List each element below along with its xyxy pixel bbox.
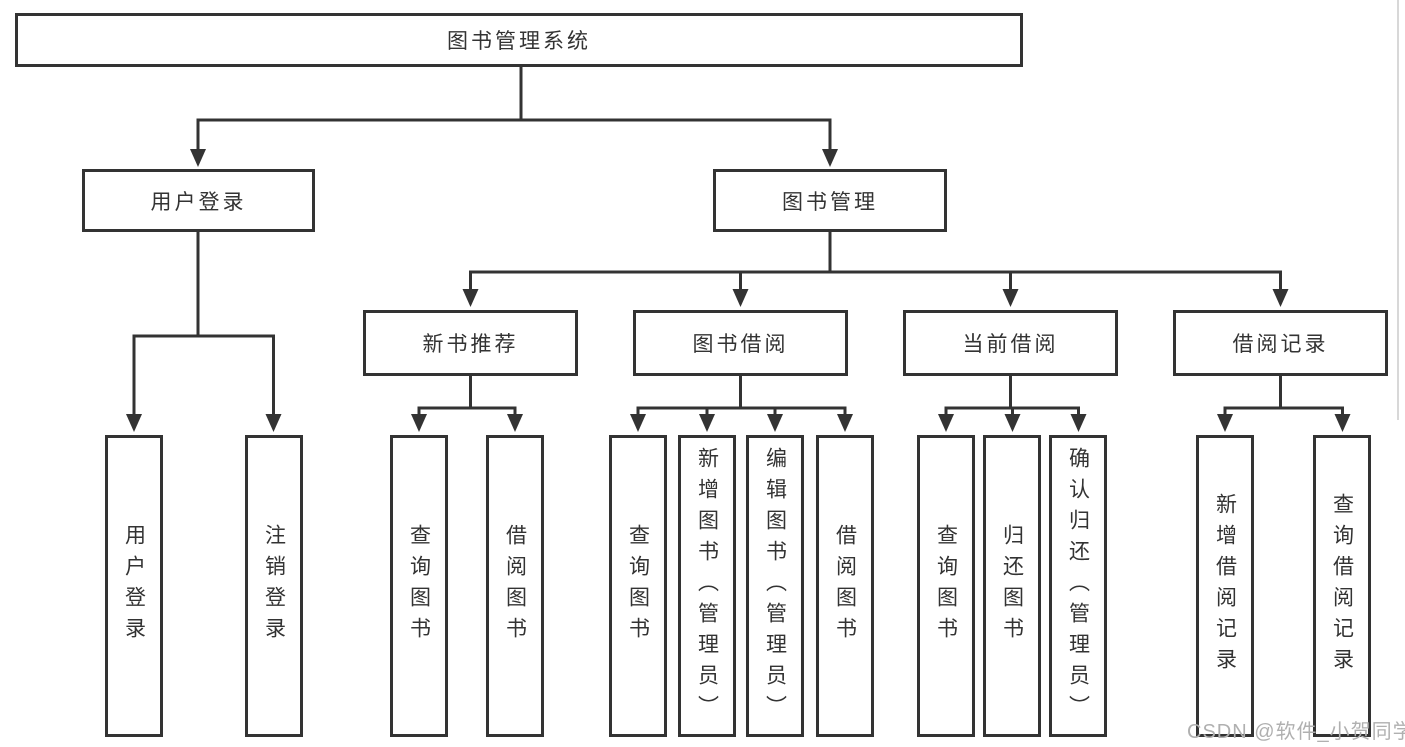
leaf-query-books-current: 查询图书 xyxy=(917,435,975,737)
node-borrow-records-label: 借阅记录 xyxy=(1232,333,1329,356)
leaf-query-books-borrow: 查询图书 xyxy=(609,435,667,737)
node-borrow-records: 借阅记录 xyxy=(1173,310,1388,376)
leaf-add-borrow-record-label: 新增借阅记录 xyxy=(1213,493,1237,679)
connector-new-book-recommend-children xyxy=(411,376,523,432)
node-book-management: 图书管理 xyxy=(713,169,947,232)
node-book-borrow: 图书借阅 xyxy=(633,310,848,376)
leaf-return-books: 归还图书 xyxy=(983,435,1041,737)
node-root-label: 图书管理系统 xyxy=(447,30,591,53)
watermark: CSDN @软件_小贺同学 xyxy=(1187,721,1405,743)
connector-borrow-records-children xyxy=(1217,376,1351,432)
connector-user-login-children xyxy=(126,232,282,432)
leaf-edit-book-admin-label: 编辑图书（管理员） xyxy=(763,446,787,726)
connector-root-to-level2 xyxy=(190,66,838,167)
node-root: 图书管理系统 xyxy=(15,13,1023,67)
node-new-book-recommend: 新书推荐 xyxy=(363,310,578,376)
leaf-query-books-borrow-label: 查询图书 xyxy=(626,524,650,648)
node-current-borrow: 当前借阅 xyxy=(903,310,1118,376)
connector-book-management-children xyxy=(462,232,1289,307)
leaf-query-books-recommend: 查询图书 xyxy=(390,435,448,737)
leaf-return-books-label: 归还图书 xyxy=(1000,524,1024,648)
leaf-query-borrow-record-label: 查询借阅记录 xyxy=(1330,493,1354,679)
leaf-logout-label: 注销登录 xyxy=(262,524,286,648)
connector-book-borrow-children xyxy=(630,376,853,432)
leaf-user-login-label: 用户登录 xyxy=(122,524,146,648)
leaf-user-login: 用户登录 xyxy=(105,435,163,737)
leaf-confirm-return-admin-label: 确认归还（管理员） xyxy=(1066,446,1090,726)
leaf-query-books-current-label: 查询图书 xyxy=(934,524,958,648)
node-book-management-label: 图书管理 xyxy=(782,190,878,214)
right-edge-line xyxy=(1397,0,1399,420)
node-book-borrow-label: 图书借阅 xyxy=(692,333,789,356)
leaf-add-borrow-record: 新增借阅记录 xyxy=(1196,435,1254,737)
leaf-edit-book-admin: 编辑图书（管理员） xyxy=(746,435,804,737)
leaf-borrow-books: 借阅图书 xyxy=(816,435,874,737)
connector-current-borrow-children xyxy=(938,376,1087,432)
leaf-add-book-admin-label: 新增图书（管理员） xyxy=(695,446,719,726)
node-user-login-label: 用户登录 xyxy=(150,190,247,214)
leaf-borrow-books-label: 借阅图书 xyxy=(833,524,857,648)
leaf-query-books-recommend-label: 查询图书 xyxy=(407,524,431,648)
leaf-logout: 注销登录 xyxy=(245,435,303,737)
leaf-borrow-books-recommend-label: 借阅图书 xyxy=(503,524,527,648)
leaf-add-book-admin: 新增图书（管理员） xyxy=(678,435,736,737)
node-new-book-recommend-label: 新书推荐 xyxy=(422,333,519,356)
leaf-borrow-books-recommend: 借阅图书 xyxy=(486,435,544,737)
node-user-login: 用户登录 xyxy=(82,169,315,232)
leaf-query-borrow-record: 查询借阅记录 xyxy=(1313,435,1371,737)
node-current-borrow-label: 当前借阅 xyxy=(962,333,1059,356)
leaf-confirm-return-admin: 确认归还（管理员） xyxy=(1049,435,1107,737)
